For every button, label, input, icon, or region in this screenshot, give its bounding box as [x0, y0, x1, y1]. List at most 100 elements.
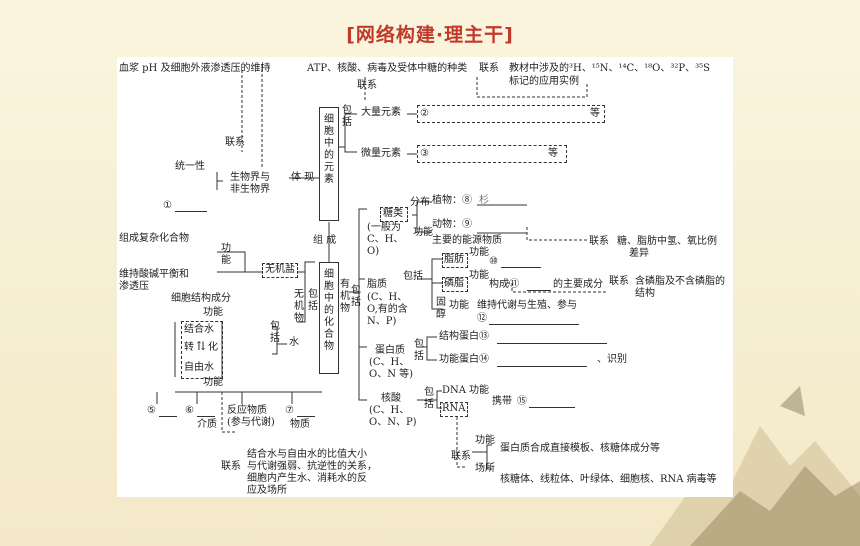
salt-label: 无机盐	[265, 264, 295, 275]
unity-text: 统一性	[175, 161, 205, 172]
convert-1: 转	[184, 342, 194, 353]
trace-elements: 微量元素	[361, 148, 401, 159]
inorganic-label: 无机物	[294, 289, 304, 324]
link-lipid: 联系	[609, 276, 629, 287]
blank-6-line	[197, 405, 215, 417]
compounds-box: 细胞中的化合物	[319, 262, 339, 374]
distribution-label: 分布	[410, 197, 430, 208]
phos-text: 构成⑪	[489, 279, 519, 290]
sugar-box: 糖类	[380, 207, 408, 222]
protein-label: 蛋白质	[375, 345, 405, 356]
carry-label: 携带	[492, 396, 512, 407]
sugar-link-text-2: 差异	[629, 248, 649, 259]
major-deng: 等	[590, 108, 600, 119]
functional-protein: 功能蛋白⑭	[439, 354, 489, 365]
blank-6: ⑥	[185, 405, 194, 416]
free-water: 自由水	[184, 362, 214, 373]
sugar-function: 主要的能源物质	[432, 235, 502, 246]
compounds-label: 细胞中的化合物	[324, 269, 334, 352]
convert-arrows-icon: ⇅	[196, 339, 207, 353]
include-label-3: 包括	[351, 285, 361, 308]
water-function-top: 功能	[203, 307, 223, 318]
water-label: 水	[289, 337, 299, 348]
animal-sugar: 动物：⑨	[432, 219, 472, 230]
phos-link-text-2: 结构	[635, 288, 655, 299]
salt-func-1: 组成复杂化合物	[119, 233, 189, 244]
fat-function-label: 功能	[469, 247, 489, 258]
major-elements: 大量元素	[361, 107, 401, 118]
blank-1-line	[175, 200, 207, 212]
phos-tail: 的主要成分	[553, 279, 603, 290]
blank-3: ③	[420, 148, 429, 159]
blank-1: ①	[163, 200, 172, 211]
blank-15-line	[529, 396, 575, 408]
elements-box: 细胞中的元素	[319, 107, 339, 221]
water-note-2: 与代谢强弱、抗逆性的关系，	[247, 461, 377, 472]
blank-5: ⑤	[147, 405, 156, 416]
blank-14-line	[497, 355, 587, 367]
blank-10-line	[501, 256, 541, 268]
sterol-label: 固醇	[436, 297, 446, 320]
isotope-text-2: 标记的应用实例	[509, 76, 579, 87]
sterol-text: 维持代谢与生殖、参与	[477, 300, 577, 311]
link-left: 联系	[225, 137, 245, 148]
blank-7: ⑦	[285, 405, 294, 416]
elements-label: 细胞中的元素	[324, 114, 334, 185]
phospholipid-label: 磷脂	[444, 278, 464, 289]
include-label-lipid: 包括	[403, 271, 423, 282]
trace-blank-box: ③ 等	[417, 145, 567, 163]
reactant-label: 反应物质	[227, 405, 267, 416]
salt-cell-structure: 细胞结构成分	[171, 293, 231, 304]
atp-text: ATP、核酸、病毒及受体中糖的种类	[307, 63, 468, 74]
water-forms-box: 结合水 转 化 ⇅ 自由水	[181, 321, 223, 379]
link-label-top: 联系	[357, 80, 377, 91]
blank-7-line	[297, 405, 315, 417]
water-function-bottom: 功能	[203, 377, 223, 388]
rna-label: RNA	[442, 403, 466, 414]
rna-function: 蛋白质合成直接模板、核糖体成分等	[500, 443, 660, 454]
include-label-nucleic: 包括	[424, 387, 434, 410]
include-label-water: 包括	[270, 321, 280, 344]
blank-11-line	[527, 279, 551, 291]
structural-protein: 结构蛋白⑬	[439, 331, 489, 342]
major-blank-box: ② 等	[417, 105, 605, 123]
embody-label: 体 现	[291, 172, 315, 183]
water-note-4: 应及场所	[247, 485, 287, 496]
phos-link-text: 含磷脂及不含磷脂的	[635, 276, 725, 287]
bound-water: 结合水	[184, 324, 214, 335]
compose-label: 组 成	[313, 235, 337, 246]
nonbio-world: 非生物界	[230, 184, 270, 195]
salt-func-2: 维持酸碱平衡和	[119, 269, 189, 280]
link-label: 联系	[479, 63, 499, 74]
blank-2: ②	[420, 108, 429, 119]
substance-label: 物质	[290, 419, 310, 430]
salt-function-label: 功能	[221, 243, 231, 266]
blank-15: ⑮	[517, 396, 527, 407]
phos-function-label: 功能	[469, 270, 489, 281]
nucleic-comp: (C、H、O、N、P)	[369, 405, 417, 428]
rna-places: 核糖体、线粒体、叶绿体、细胞核、RNA 病毒等	[500, 474, 717, 485]
rna-box: RNA	[440, 402, 468, 417]
dna-function-label: 功能	[469, 385, 489, 396]
fat-box: 脂肪	[442, 253, 468, 268]
lipid-comp: (C、H、O,有的含N、P)	[367, 292, 408, 327]
blank-13-line	[497, 332, 607, 344]
protein-func-tail: 、识别	[597, 354, 627, 365]
salt-box: 无机盐	[262, 263, 298, 278]
sterol-function-label: 功能	[449, 300, 469, 311]
blank-12-line	[489, 313, 579, 325]
blank-5-line	[159, 405, 177, 417]
nucleic-label: 核酸	[381, 393, 401, 404]
plant-hint: 杉	[479, 195, 489, 206]
blank-10: ⑩	[489, 256, 498, 267]
reactant-label-2: (参与代谢)	[227, 417, 275, 428]
salt-func-3: 渗透压	[119, 281, 149, 292]
rna-function-label: 功能	[475, 435, 495, 446]
trace-deng: 等	[548, 148, 558, 159]
dna-label: DNA	[442, 385, 466, 396]
ph-text: 血浆 pH 及细胞外液渗透压的维持	[119, 63, 271, 74]
water-note-3: 细胞内产生水、消耗水的反	[247, 473, 367, 484]
include-label-2: 包括	[308, 289, 318, 312]
bio-world: 生物界与	[230, 172, 270, 183]
organic-label: 有机物	[340, 279, 350, 314]
